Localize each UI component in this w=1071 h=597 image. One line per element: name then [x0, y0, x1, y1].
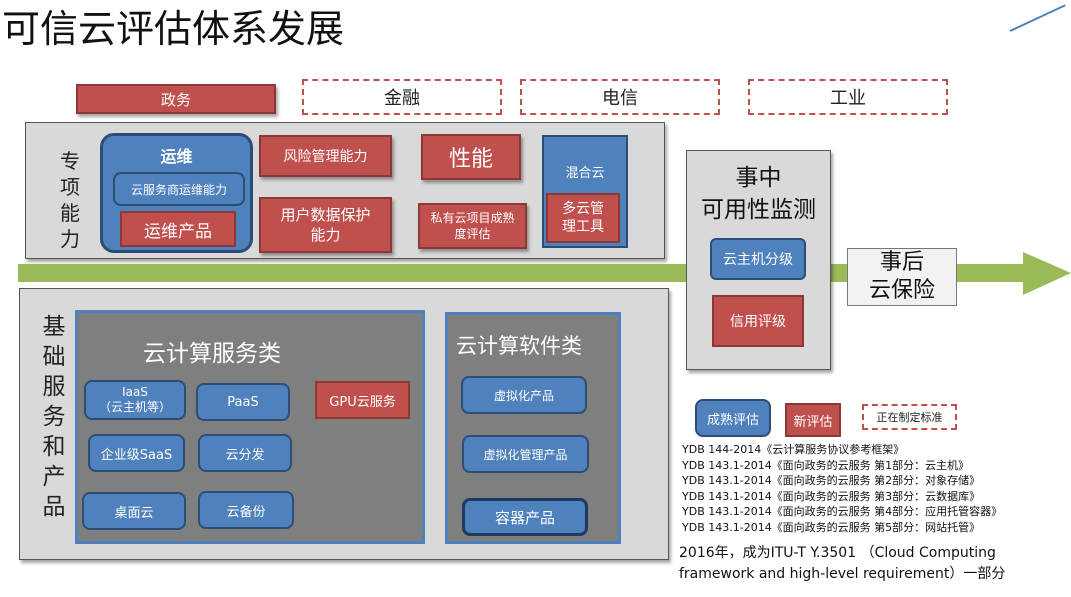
top-right-accent-line	[1009, 4, 1066, 32]
legend-mature: 成熟评估	[695, 399, 771, 437]
cloud-software-title: 云计算软件类	[456, 334, 582, 358]
enterprise-saas: 企业级SaaS	[88, 434, 185, 472]
sector-finance: 金融	[302, 79, 502, 115]
standards-list: YDB 144-2014《云计算服务协议参考框架》 YDB 143.1-2014…	[682, 442, 1002, 535]
standard-item: YDB 143.1-2014《面向政务的云服务 第2部分：对象存储》	[682, 474, 981, 487]
user-data-protection: 用户数据保护 能力	[259, 197, 392, 253]
ops-title: 运维	[160, 147, 193, 166]
during-title-line2: 可用性监测	[701, 197, 816, 223]
credit-rating: 信用评级	[712, 295, 804, 347]
private-cloud-maturity: 私有云项目成熟 度评估	[418, 203, 527, 249]
user-data-line1: 用户数据保护	[280, 206, 371, 224]
private-cloud-line2: 度评估	[454, 227, 491, 241]
legend-new: 新评估	[785, 403, 841, 437]
iaas-box: IaaS （云主机等）	[84, 380, 186, 420]
after-line1: 事后	[879, 250, 924, 275]
container-product: 容器产品	[462, 498, 588, 536]
label-char: 项	[60, 175, 80, 199]
iaas-line1: IaaS	[122, 385, 148, 399]
multi-cloud-line1: 多云管	[562, 201, 604, 217]
timeline-arrow-head	[1023, 252, 1071, 295]
paas-box: PaaS	[196, 383, 290, 421]
private-cloud-line1: 私有云项目成熟	[430, 211, 515, 225]
legend-drafting: 正在制定标准	[862, 404, 957, 430]
cdn-box: 云分发	[198, 434, 292, 472]
ops-provider-capability: 云服务商运维能力	[113, 172, 245, 206]
desktop-cloud: 桌面云	[82, 492, 186, 530]
after-panel: 事后 云保险	[847, 248, 957, 306]
during-title-line1: 事中	[735, 165, 782, 191]
cloud-services-title: 云计算服务类	[143, 341, 281, 367]
standard-item: YDB 143.1-2014《面向政务的云服务 第3部分：云数据库》	[682, 489, 981, 503]
during-title: 事中 可用性监测	[686, 162, 831, 226]
virtualization-product: 虚拟化产品	[461, 376, 587, 414]
label-char: 能	[60, 201, 80, 225]
standard-item: YDB 143.1-2014《面向政务的云服务 第4部分：应用托管容器》	[682, 505, 1003, 518]
label-char: 础	[42, 344, 66, 370]
performance: 性能	[421, 134, 521, 180]
label-char: 务	[42, 404, 66, 430]
label-char: 服	[42, 374, 66, 400]
gpu-cloud-service: GPU云服务	[315, 381, 410, 419]
label-char: 专	[60, 149, 80, 173]
cloud-host-grading: 云主机分级	[710, 238, 806, 280]
risk-management: 风险管理能力	[259, 135, 392, 177]
label-char: 基	[42, 314, 66, 340]
standard-item: YDB 144-2014《云计算服务协议参考框架》	[682, 443, 905, 456]
standard-item: YDB 143.1-2014《面向政务的云服务 第1部分：云主机》	[682, 458, 970, 472]
label-char: 品	[42, 494, 66, 520]
multi-cloud-tool: 多云管 理工具	[546, 193, 620, 243]
virtualization-management-product: 虚拟化管理产品	[462, 435, 589, 473]
itu-note-line2: framework and high-level requirement）一部分	[679, 566, 1006, 582]
label-char: 产	[42, 464, 66, 490]
label-char: 和	[42, 434, 66, 460]
ops-product: 运维产品	[120, 211, 236, 247]
hybrid-cloud-label: 混合云	[565, 165, 605, 181]
sector-gov: 政务	[76, 84, 276, 114]
page-title: 可信云评估体系发展	[2, 7, 345, 51]
after-line2: 云保险	[868, 278, 935, 303]
base-label: 基 础 服 务 和 产 品	[34, 312, 74, 522]
itu-note-line1: 2016年，成为ITU-T Y.3501 （Cloud Computing	[679, 545, 996, 561]
sector-industry: 工业	[748, 79, 948, 115]
iaas-line2: （云主机等）	[98, 400, 171, 414]
standard-item: YDB 143.1-2014《面向政务的云服务 第5部分：网站托管》	[682, 520, 981, 534]
special-capabilities-label: 专 项 能 力	[50, 148, 90, 252]
user-data-line2: 能力	[310, 226, 341, 244]
cloud-backup: 云备份	[198, 491, 294, 529]
multi-cloud-line2: 理工具	[562, 219, 604, 235]
label-char: 力	[60, 227, 80, 251]
itu-note: 2016年，成为ITU-T Y.3501 （Cloud Computing fr…	[679, 543, 1005, 585]
sector-telecom: 电信	[520, 79, 720, 115]
